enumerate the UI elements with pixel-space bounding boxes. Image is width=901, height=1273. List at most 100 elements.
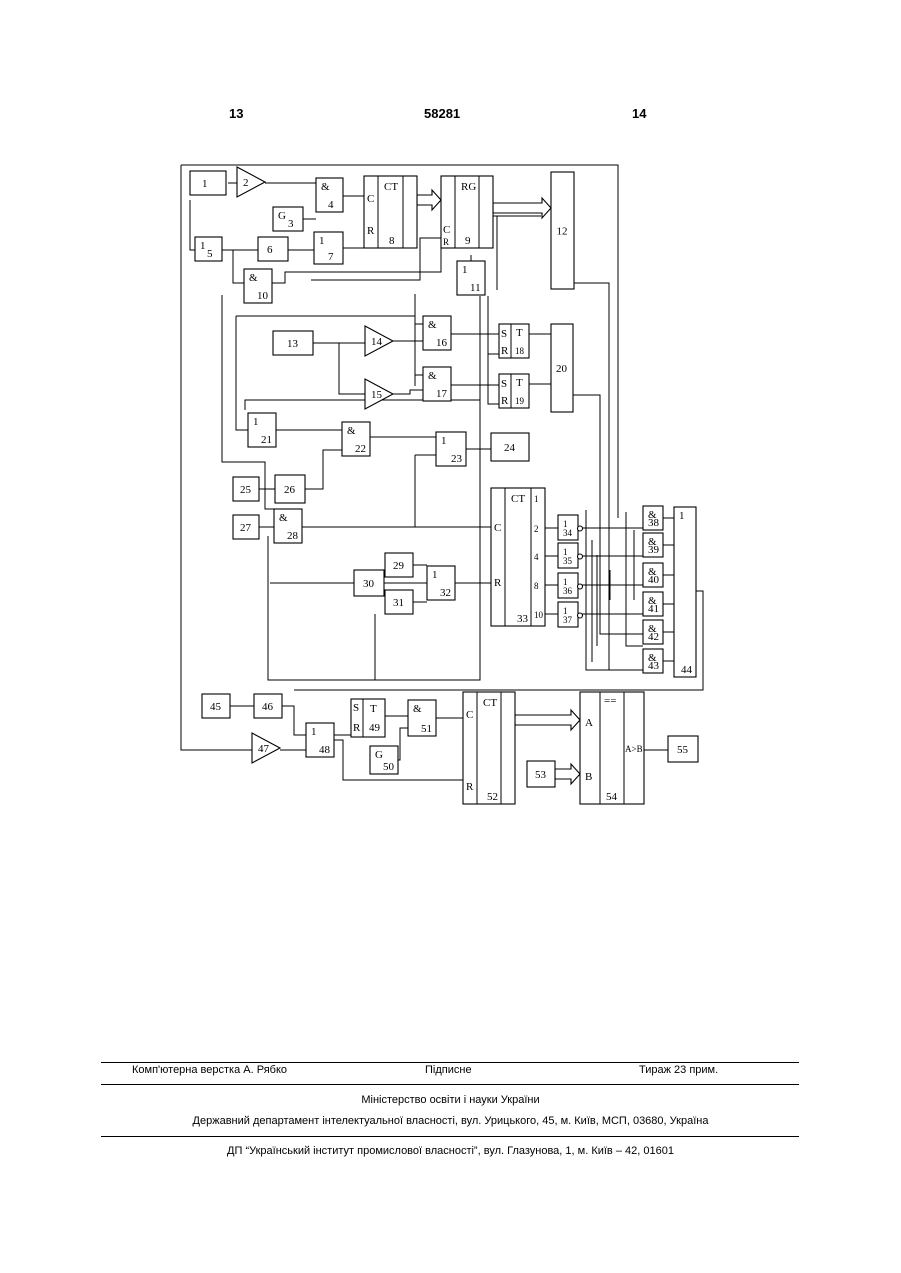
block-10-symbol: & xyxy=(249,272,258,284)
footer-rule-bottom xyxy=(101,1136,799,1137)
block-12-number: 12 xyxy=(557,226,568,238)
block-54-number: 54 xyxy=(606,791,618,803)
block-48-number: 48 xyxy=(319,744,331,756)
block-3-number: 3 xyxy=(288,218,294,230)
block-32-symbol: 1 xyxy=(432,569,438,581)
block-44 xyxy=(674,507,696,677)
block-29-number: 29 xyxy=(393,560,405,572)
footer-ministry: Міністерство освіти і науки України xyxy=(0,1094,901,1106)
block-32-number: 32 xyxy=(440,587,451,599)
block-49-number: 49 xyxy=(369,722,381,734)
block-7-symbol: 1 xyxy=(319,235,325,247)
wire xyxy=(282,706,306,735)
block-49-pin-r: R xyxy=(353,722,361,734)
block-36-inverter-dot xyxy=(578,584,583,589)
block-11-symbol: 1 xyxy=(462,264,468,276)
block-54-pin-out: A>B xyxy=(625,744,643,754)
block-9-pin-r: R xyxy=(443,237,449,247)
block-19-pin-s: S xyxy=(501,378,507,390)
block-6 xyxy=(258,237,288,261)
block-27-number: 27 xyxy=(240,522,252,534)
block-33-output-2: 2 xyxy=(534,524,539,534)
footer-rule-top xyxy=(101,1062,799,1063)
block-33-symbol: CT xyxy=(511,493,525,505)
block-33-output-1: 1 xyxy=(534,494,539,504)
block-7-number: 7 xyxy=(328,251,334,263)
block-34-number: 34 xyxy=(563,528,573,538)
block-30-number: 30 xyxy=(363,578,375,590)
block-6-number: 6 xyxy=(267,244,273,256)
block-51-number: 51 xyxy=(421,723,432,735)
block-9-number: 9 xyxy=(465,235,471,247)
block-17-number: 17 xyxy=(436,388,448,400)
block-24-number: 24 xyxy=(504,442,516,454)
wire xyxy=(497,216,541,290)
wire xyxy=(573,395,643,634)
block-19-pin-r: R xyxy=(501,395,509,407)
block-33-pin-r: R xyxy=(494,577,502,589)
block-28-number: 28 xyxy=(287,530,299,542)
block-50-number: 50 xyxy=(383,761,395,773)
block-8-number: 8 xyxy=(389,235,395,247)
block-10-number: 10 xyxy=(257,290,269,302)
block-16-number: 16 xyxy=(436,337,448,349)
block-44-number: 44 xyxy=(681,664,693,676)
block-21-number: 21 xyxy=(261,434,272,446)
block-18-symbol: T xyxy=(516,327,523,339)
block-20-number: 20 xyxy=(556,363,568,375)
block-54-symbol: == xyxy=(604,695,616,707)
block-16-symbol: & xyxy=(428,319,437,331)
block-18-number: 18 xyxy=(515,346,525,356)
block-8-pin-r: R xyxy=(367,225,375,237)
block-25-number: 25 xyxy=(240,484,252,496)
block-48-symbol: 1 xyxy=(311,726,317,738)
block-9-pin-c: C xyxy=(443,224,450,236)
block-23-number: 23 xyxy=(451,453,463,465)
footer-rule-middle xyxy=(101,1084,799,1085)
block-5-number: 5 xyxy=(207,248,213,260)
block-17-symbol: & xyxy=(428,370,437,382)
block-52-symbol: CT xyxy=(483,697,497,709)
footer-institute: ДП “Український інститут промислової вла… xyxy=(0,1145,901,1157)
block-40-number: 40 xyxy=(648,574,660,586)
wire xyxy=(488,296,499,354)
block-52-pin-c: C xyxy=(466,709,473,721)
block-54-pin-b: B xyxy=(585,771,592,783)
block-37-number: 37 xyxy=(563,615,573,625)
wire xyxy=(488,354,499,404)
block-34-inverter-dot xyxy=(578,526,583,531)
block-9-symbol: RG xyxy=(461,181,476,193)
block-47-number: 47 xyxy=(258,743,270,755)
block-52-number: 52 xyxy=(487,791,498,803)
block-21-symbol: 1 xyxy=(253,416,259,428)
block-5-symbol: 1 xyxy=(200,240,206,252)
block-28-symbol: & xyxy=(279,512,288,524)
block-43-number: 43 xyxy=(648,660,660,672)
block-14-number: 14 xyxy=(371,336,383,348)
block-33-output-4: 4 xyxy=(534,552,539,562)
block-33-number: 33 xyxy=(517,613,529,625)
footer-department: Державний департамент інтелектуальної вл… xyxy=(0,1115,901,1127)
block-2 xyxy=(237,167,265,197)
block-39-number: 39 xyxy=(648,544,660,556)
block-23-symbol: 1 xyxy=(441,435,447,447)
block-41-number: 41 xyxy=(648,603,659,615)
block-1 xyxy=(190,171,226,195)
wire xyxy=(398,728,408,760)
block-22-symbol: & xyxy=(347,425,356,437)
block-18-pin-r: R xyxy=(501,345,509,357)
block-13-number: 13 xyxy=(287,338,299,350)
wire xyxy=(393,390,423,394)
block-11-number: 11 xyxy=(470,282,481,294)
bus-9-to-12 xyxy=(493,198,551,218)
block-35-inverter-dot xyxy=(578,554,583,559)
block-49-pin-s: S xyxy=(353,702,359,714)
wire xyxy=(339,343,365,394)
block-54-pin-a: A xyxy=(585,717,593,729)
block-37-inverter-dot xyxy=(578,613,583,618)
block-19-number: 19 xyxy=(515,396,525,406)
block-33-output-8: 8 xyxy=(534,581,539,591)
bus-53-to-54 xyxy=(555,764,580,784)
footer-signed: Підписне xyxy=(425,1064,472,1076)
wire xyxy=(236,316,248,430)
